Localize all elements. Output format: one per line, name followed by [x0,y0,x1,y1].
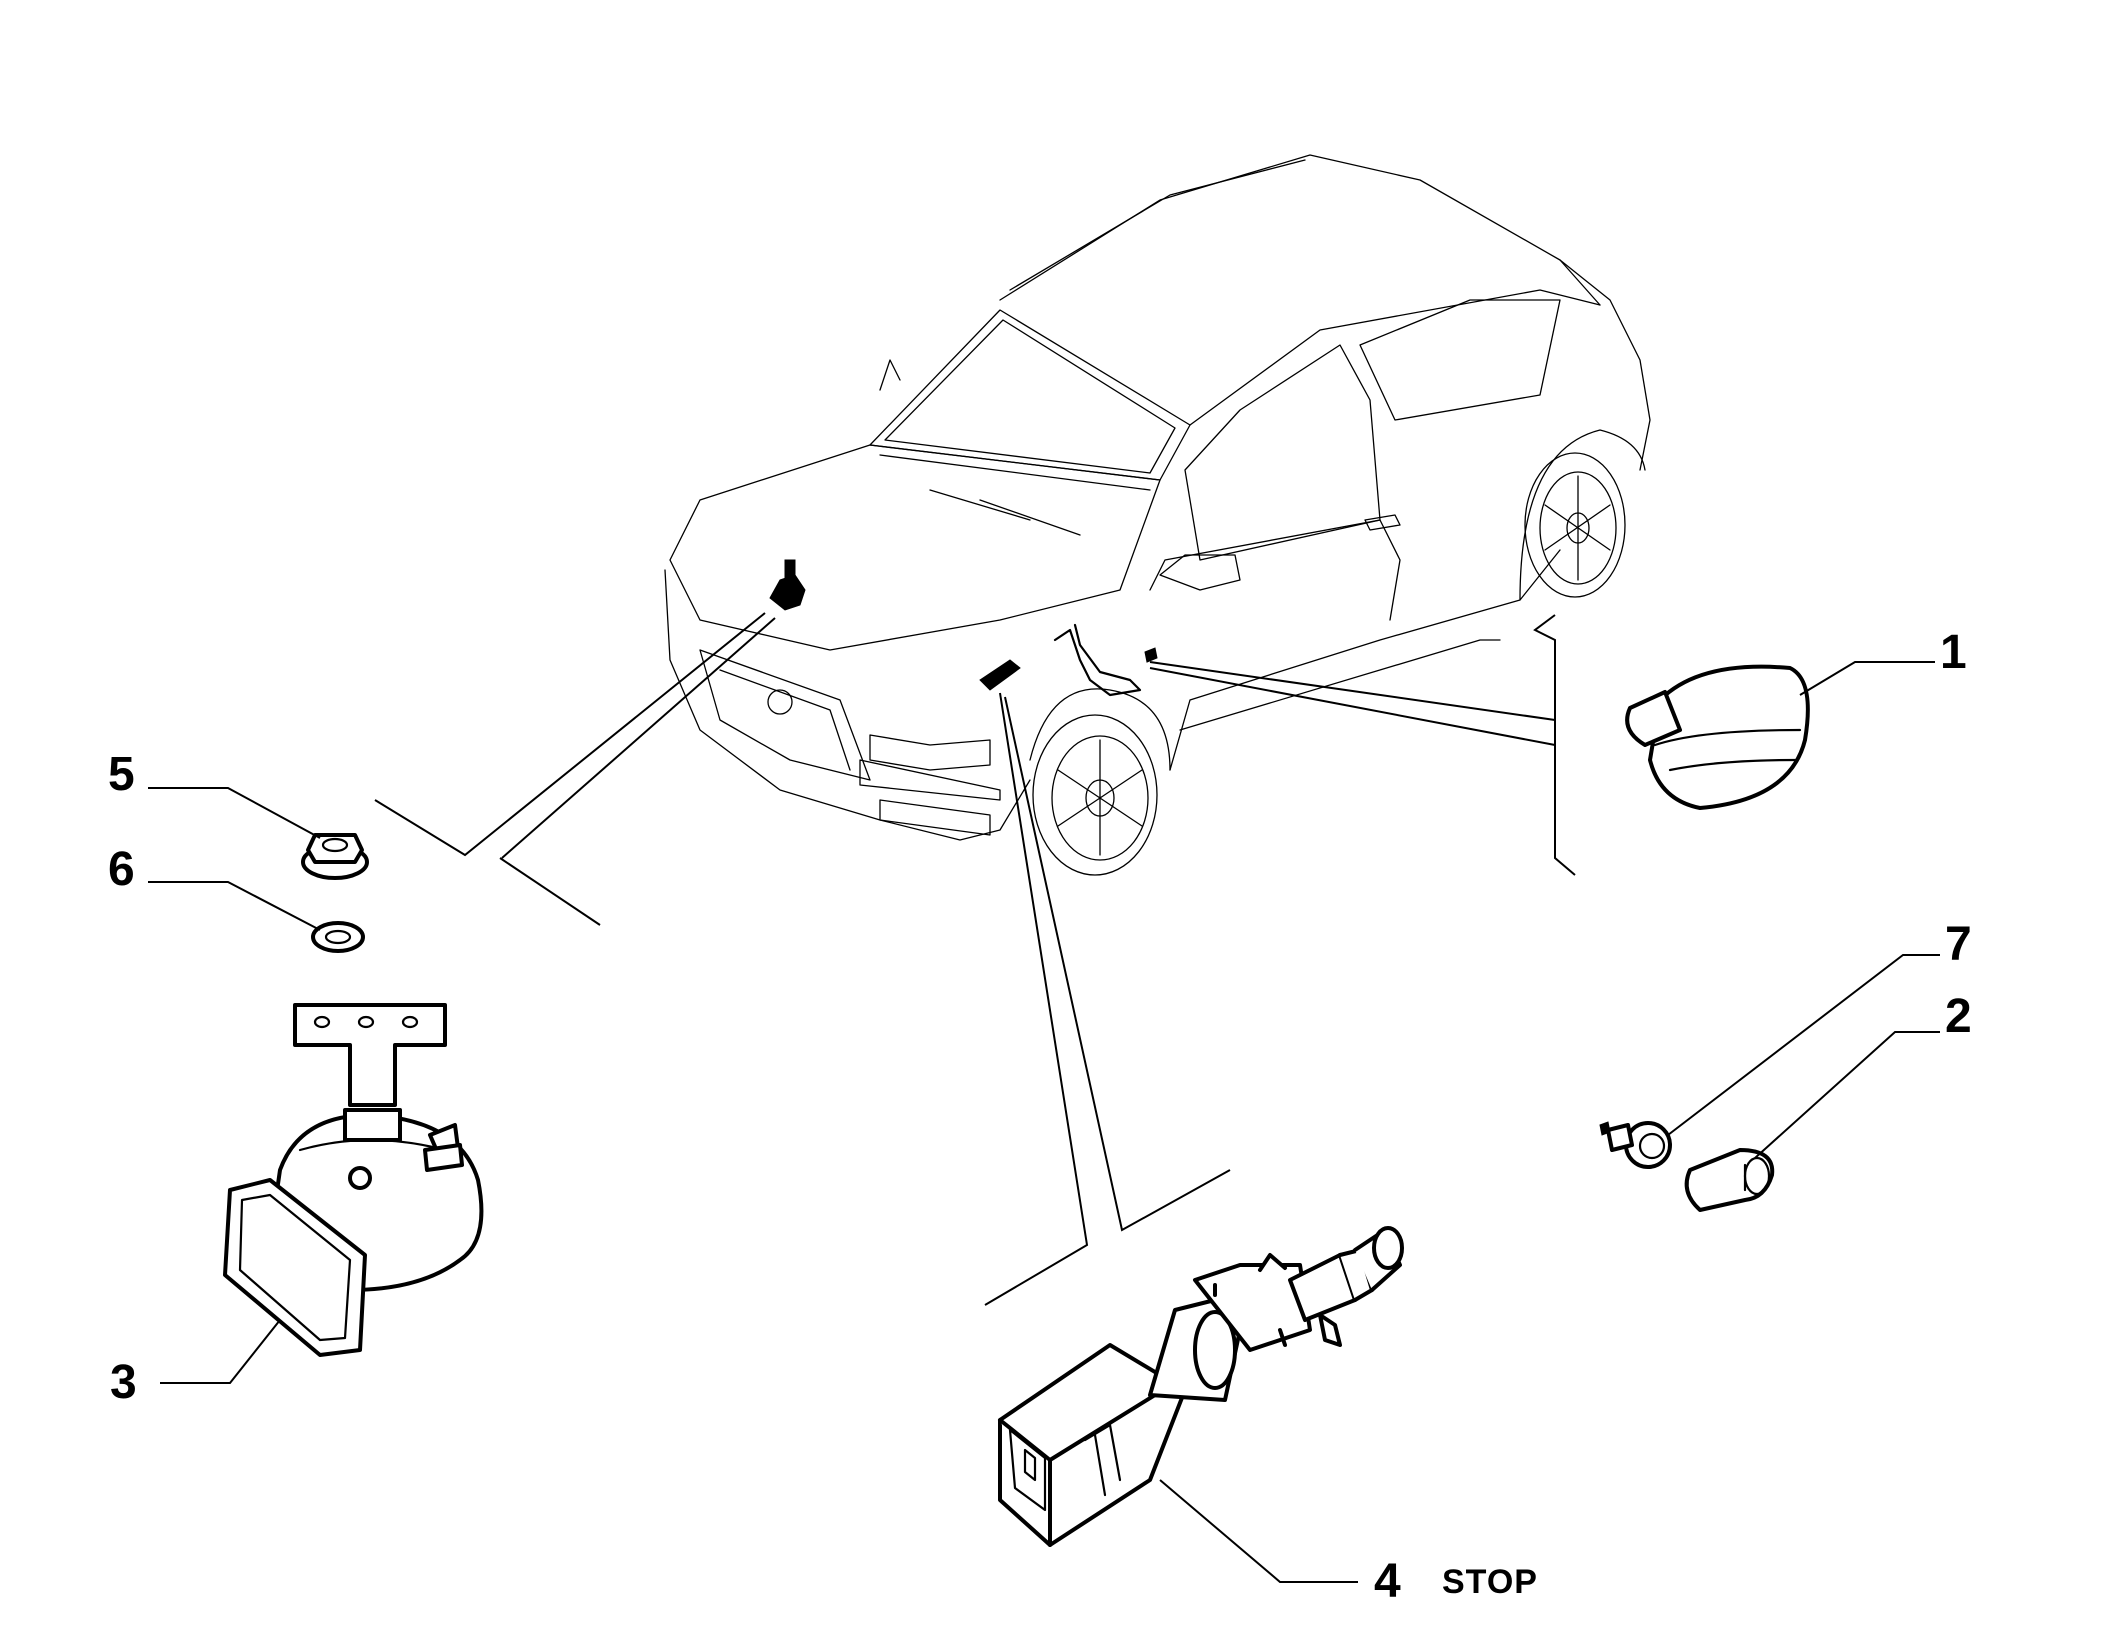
washer [148,881,365,953]
callout-4: 4 [1374,1555,1401,1608]
callout-5: 5 [108,748,135,801]
bulb [1684,1031,1940,1212]
callout-labels: 1 2 3 4 STOP 5 6 7 [108,626,1972,1608]
stop-switch-on-car [979,659,1021,691]
car-illustration [664,154,1651,876]
callout-2: 2 [1945,990,1972,1043]
stop-light-switch [998,1226,1404,1583]
pedal-on-car [1053,623,1142,697]
callout-4-note: STOP [1442,1563,1538,1601]
horn [160,1003,484,1384]
leader-lines [374,612,1576,1306]
side-marker-lamp [1625,661,1935,810]
horn-on-car [769,574,806,611]
callout-3: 3 [110,1356,137,1409]
callout-7: 7 [1945,918,1972,971]
bulb-holder [1599,954,1940,1169]
callout-1: 1 [1940,626,1967,679]
flange-nut [148,787,369,880]
callout-6: 6 [108,843,135,896]
